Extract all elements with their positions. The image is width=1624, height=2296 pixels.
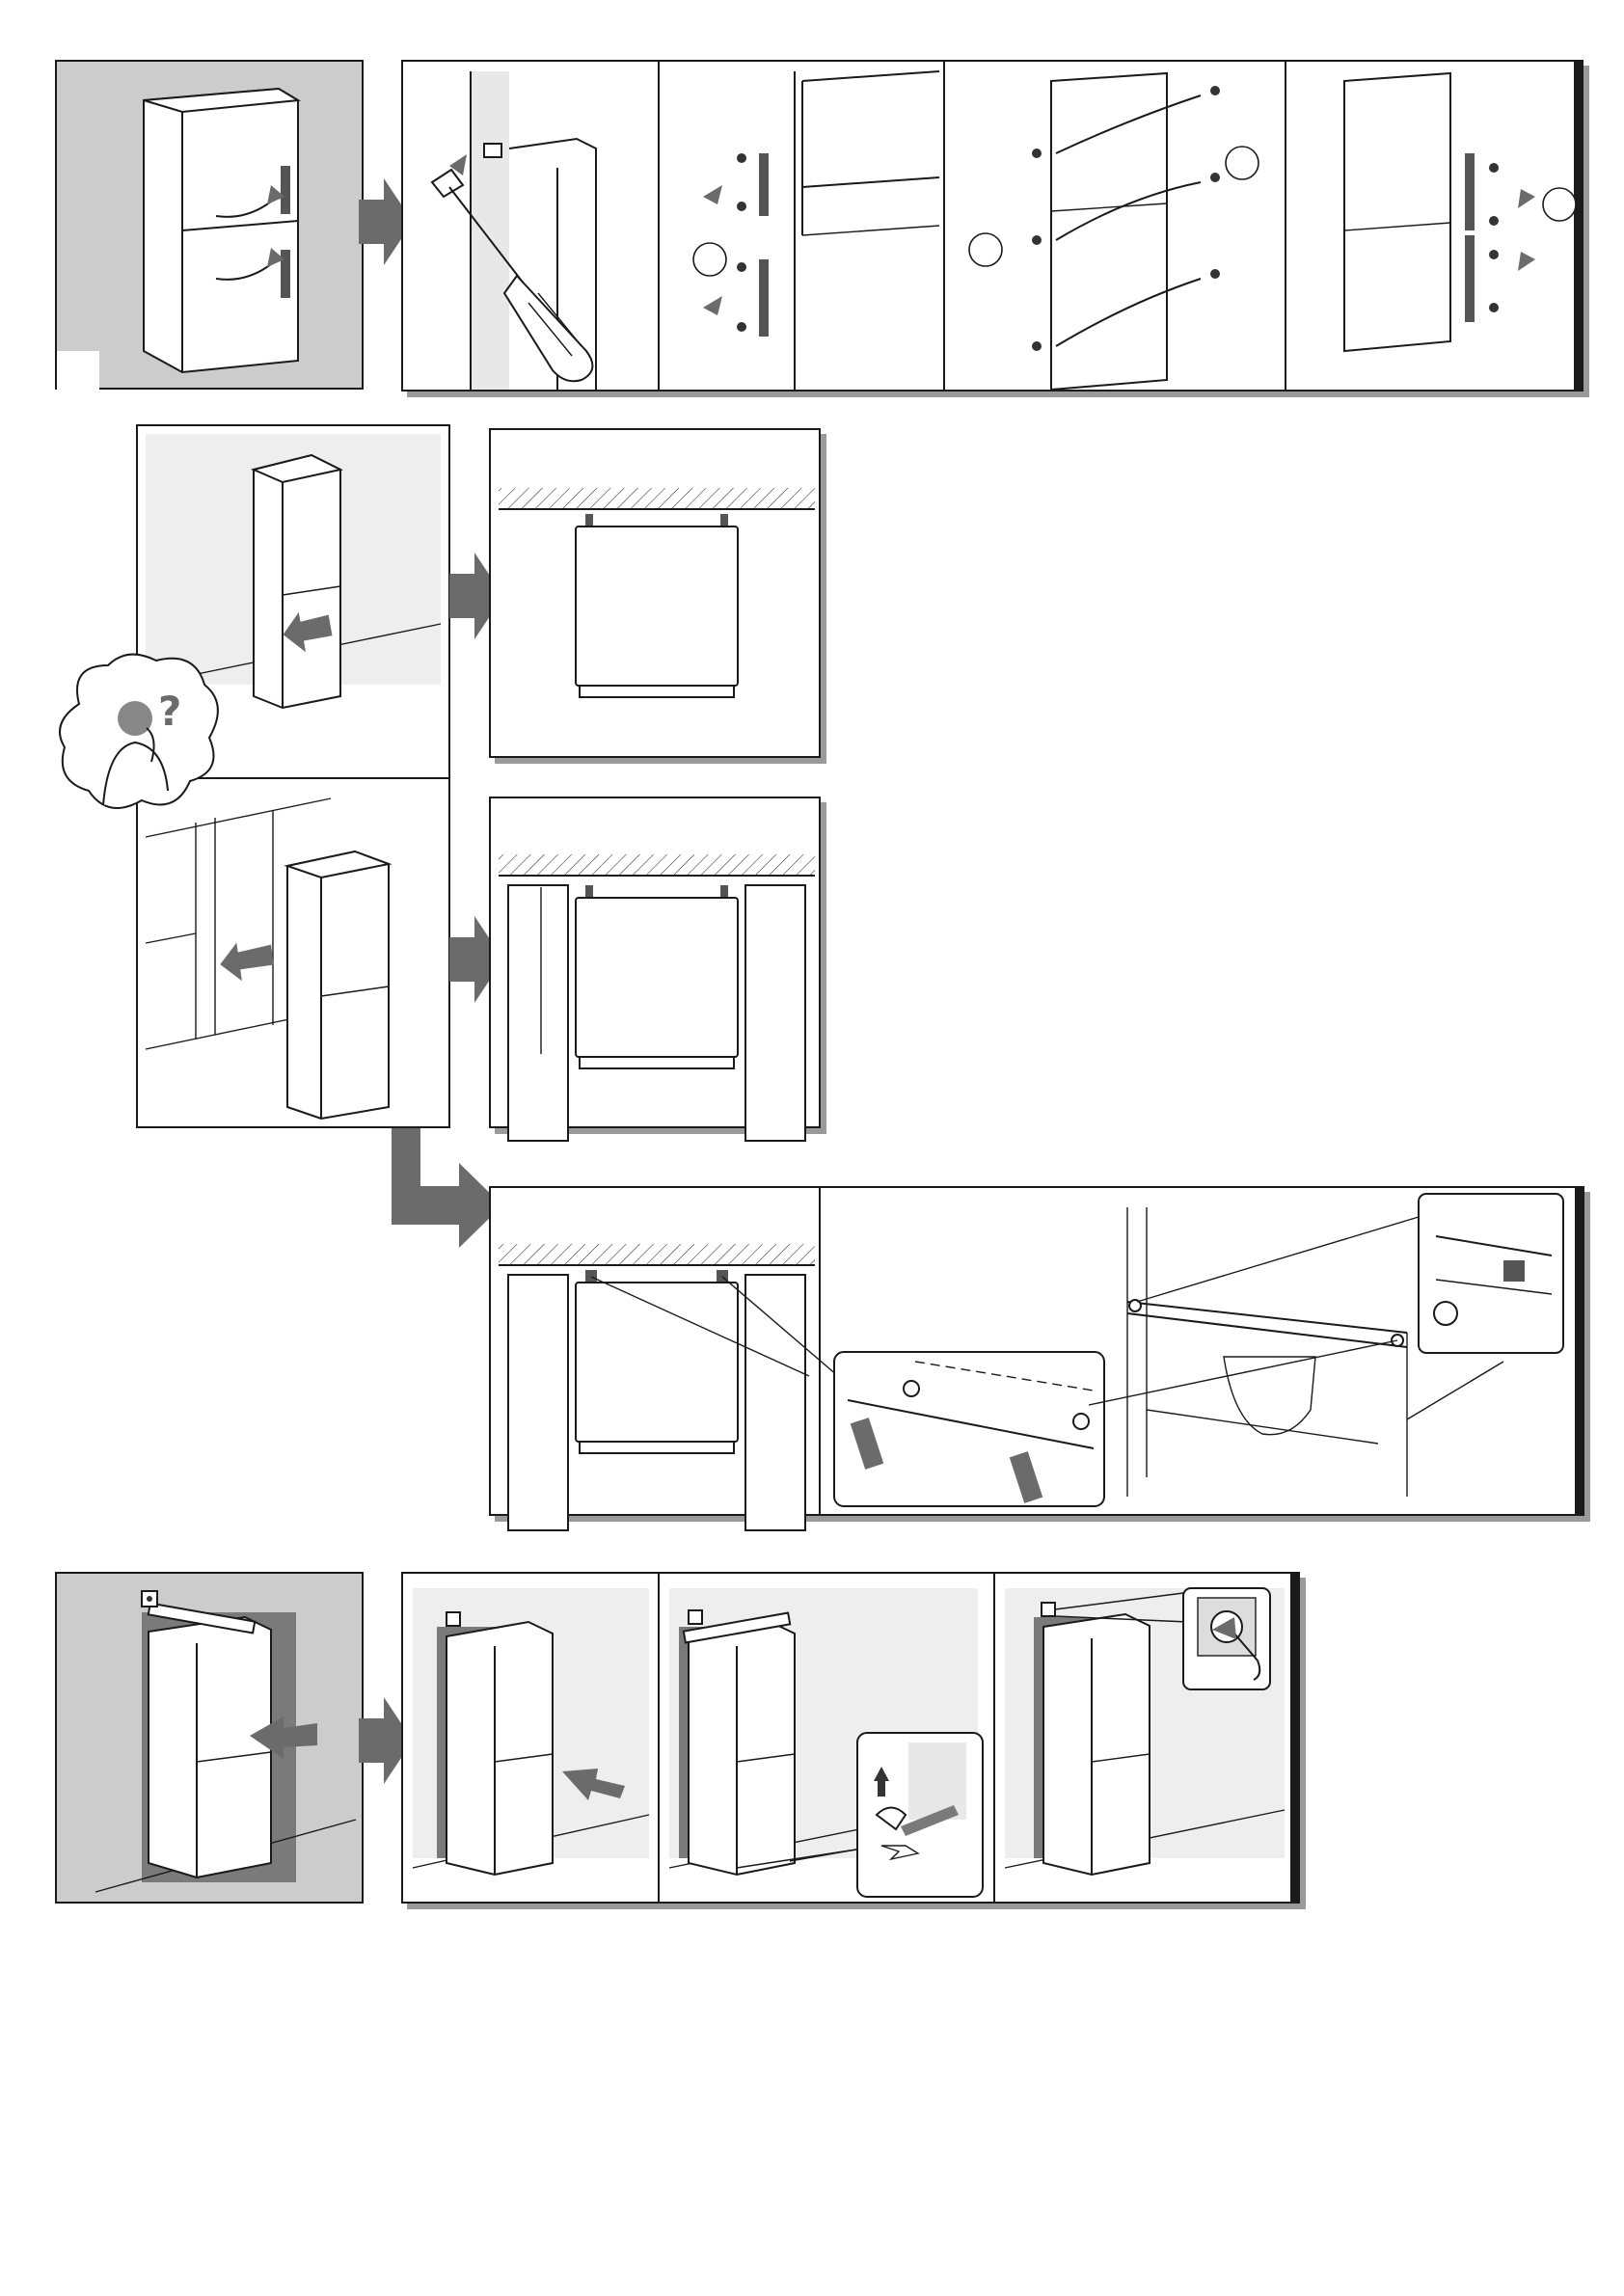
step-circle-icon [1226,147,1259,179]
bracket-zoom-detail [1137,1194,1563,1353]
step-group-handle-swap [401,60,1583,392]
step-wall-spacers [489,1186,1584,1516]
wall-spacers-illustration [491,1188,1586,1518]
power-socket-icon [689,1610,702,1624]
built-in-fridge-illustration [138,779,452,1130]
top-view-freestanding-illustration [491,430,823,760]
top-view-built-in [489,797,821,1128]
screwdriver-step [403,62,658,390]
plug-in-step [995,1574,1300,1902]
power-plug-icon [1183,1588,1270,1689]
screwdriver-icon [432,170,592,381]
wrench-icon [857,1733,983,1897]
mount-handles-step [1286,62,1585,390]
step-fridge-overview [55,60,364,390]
swap-doors-step [945,62,1285,390]
step-circle-icon [1543,188,1576,221]
power-socket-icon [447,1612,460,1626]
spacer-zoom-detail [834,1352,1104,1506]
push-to-wall-step [403,1574,658,1902]
step-built-in [136,777,450,1128]
power-socket-icon [142,1591,157,1607]
power-socket-icon [1042,1603,1055,1616]
step-install-overview [55,1572,364,1904]
top-view-freestanding [489,428,821,758]
remove-handles-step [660,62,945,390]
install-overview-illustration [57,1574,365,1905]
level-adjust-step [660,1574,993,1902]
step-circle-icon [969,233,1002,266]
step-circle-icon [693,243,726,276]
fridge-door-swap-illustration [57,62,365,392]
step-group-install [401,1572,1300,1904]
question-mark-icon: ? [158,688,181,735]
top-view-built-in-illustration [491,798,823,1130]
